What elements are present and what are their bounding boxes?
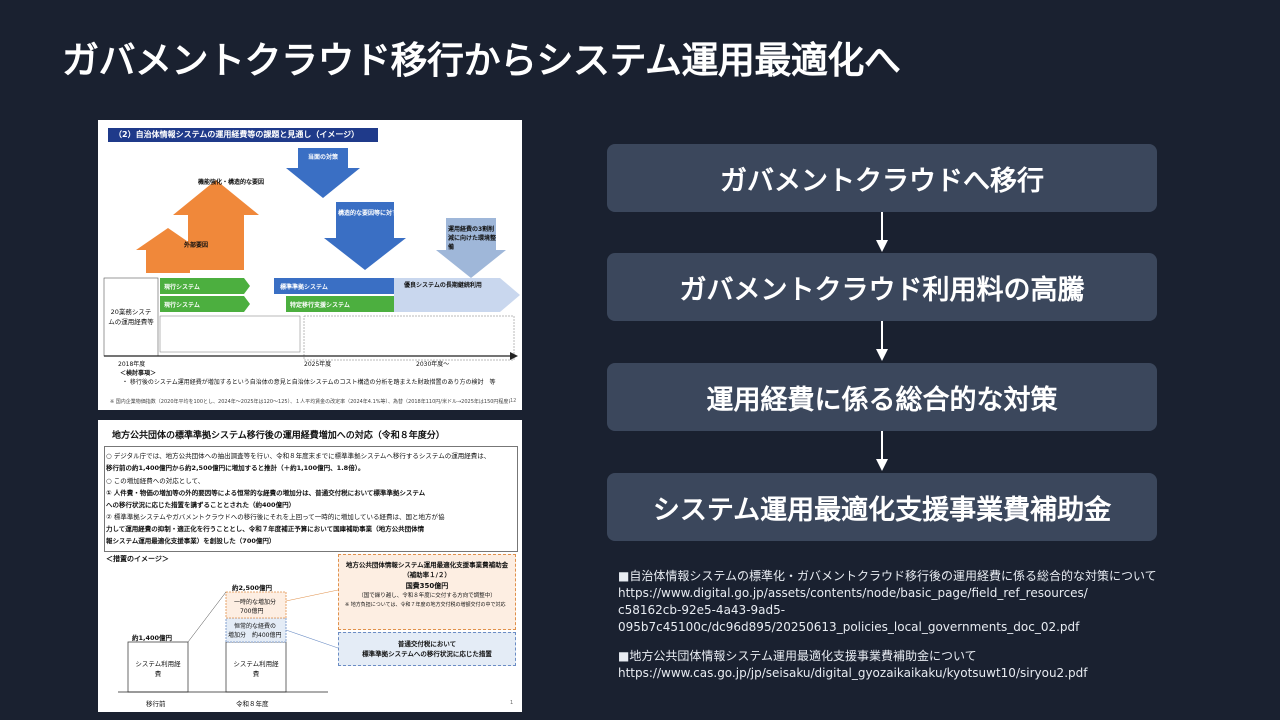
doc2-line-3: ○ この増加経費への対応として、 <box>106 477 205 485</box>
reference-1-url-line-1[interactable]: https://www.digital.go.jp/assets/content… <box>618 586 1088 600</box>
label-sys-before: システム利用経費 <box>135 660 181 678</box>
doc1-label-genkou1: 現行システム <box>164 284 200 291</box>
doc1-label-unyou: 運用経費の3割削減に向けた環境整備 <box>448 226 497 251</box>
bar-after-permanent <box>225 617 287 643</box>
blue-arrow-1 <box>286 148 360 198</box>
doc1-footnote: ※ 国内企業物価指数（2020年平均を100とし、2024年～2025年は120… <box>110 399 510 405</box>
subsidy-note: （国で繰り越し、令和８年度に交付する方向で調整中） <box>358 593 496 599</box>
tax-body: 標準準拠システムへの移行状況に応じた措置 <box>362 650 492 658</box>
subsidy-title: 地方公共団体情報システム運用最適化支援事業費補助金（補助率１/２） <box>345 561 509 579</box>
doc1-diagram <box>103 148 520 361</box>
blue-arrow-2 <box>324 202 406 270</box>
reference-1-url-line-3[interactable]: 095b7c45100c/dc96d895/20250613_policies_… <box>618 620 1080 634</box>
lightblue-bar <box>394 278 520 312</box>
green-bar-2 <box>160 296 250 312</box>
doc2-line-4: ① 人件費・物価の増加等の外的要因等による恒常的な経費の増加分は、普通交付税にお… <box>106 489 426 497</box>
doc1-label-hyojun: 標準準拠システム <box>280 284 328 291</box>
flow-arrow-down-icon <box>876 212 888 252</box>
connector-subsidy <box>285 589 339 602</box>
reference-1-url-line-2[interactable]: c58162cb-92e5-4a43-9ad5- <box>618 603 786 617</box>
doc1-row-label: 20業務システムの運用経費等 <box>108 308 154 326</box>
subsidy-amount: 国費350億円 <box>405 582 449 590</box>
bar-after-temporary <box>225 591 287 619</box>
reference-2-url[interactable]: https://www.cas.go.jp/jp/seisaku/digital… <box>618 666 1088 680</box>
label-total-before: 約1,400億円 <box>132 634 173 642</box>
label-temp: 一時的な増加分 <box>234 599 277 606</box>
doc2-page-number: 1 <box>510 700 514 706</box>
doc2-tax-box: 普通交付税において 標準準拠システムへの移行状況に応じた措置 <box>338 632 516 666</box>
flow-step-1: ガバメントクラウドへ移行 <box>607 144 1157 212</box>
bar-after-system <box>225 641 287 693</box>
doc1-label-gaibu: 外部要因 <box>184 242 209 249</box>
doc1-year-2030: 2030年度～ <box>416 361 450 368</box>
connector-tax <box>285 629 339 649</box>
doc2-line-2: 移行前の約1,400億円から約2,500億円に増加すると推計（＋約1,100億円… <box>106 464 365 472</box>
doc1-kento-body: ・ 移行後のシステム運用経費が増加するという自治体の意見と自治体システムのコスト… <box>122 379 496 386</box>
doc2-bar-illustration <box>118 589 339 693</box>
doc2-line-7: 力して運用経費の抑制・適正化を行うこととし、令和７年度補正予算において国庫補助事… <box>106 525 425 533</box>
slide-title: ガバメントクラウド移行からシステム運用最適化へ <box>62 39 901 82</box>
doc2-line-6: ② 標準準拠システムやガバメントクラウドへの移行後にそれを上回って一時的に増加し… <box>106 513 445 521</box>
bar-before-system <box>127 641 189 693</box>
doc2-line-1: ○ デジタル庁では、地方公共団体への抽出調査等を行い、令和８年度末までに標準準拠… <box>106 452 491 460</box>
doc2-body-box <box>104 446 518 552</box>
doc2-measure-title: ＜措置のイメージ＞ <box>106 555 169 563</box>
doc1-textbox-1 <box>159 315 301 353</box>
green-bar-3 <box>286 296 400 312</box>
flow-step-3: 運用経費に係る総合的な対策 <box>607 363 1157 431</box>
reference-2-title: ■地方公共団体情報システム運用最適化支援事業費補助金について <box>618 649 977 663</box>
reference-1-title: ■自治体情報システムの標準化・ガバメントクラウド移行後の運用経費に係る総合的な対… <box>618 569 1157 583</box>
doc1-header: （2）自治体情報システムの運用経費等の課題と見通し（イメージ） <box>108 128 378 142</box>
flow-arrow-down-icon <box>876 431 888 471</box>
doc1-label-toumen: 当面の対策 <box>308 154 339 161</box>
tax-title: 普通交付税において <box>397 640 457 648</box>
document-thumbnail-2: 地方公共団体の標準準拠システム移行後の運用経費増加への対応（令和８年度分） ○ … <box>98 420 522 712</box>
doc2-line-8: 報システム運用最適化支援事業）を創設した（700億円） <box>106 537 276 545</box>
doc1-label-kouzou: 構造的な要因等に対する対策 <box>338 210 417 217</box>
reference-1: ■自治体情報システムの標準化・ガバメントクラウド移行後の運用経費に係る総合的な対… <box>618 568 1178 636</box>
doc1-label-kyoka: 機能強化・構造的な要因 <box>198 179 265 186</box>
flow-arrow-down-icon <box>876 321 888 361</box>
reference-2: ■地方公共団体情報システム運用最適化支援事業費補助金について https://w… <box>618 648 1178 682</box>
doc1-label-genkou2: 現行システム <box>164 302 200 309</box>
blue-bar-1 <box>274 278 400 294</box>
label-x-before: 移行前 <box>146 700 166 708</box>
doc1-label-yuryo: 優良システムの長期継続利用 <box>404 282 482 289</box>
green-bar-1 <box>160 278 250 294</box>
flow-step-2: ガバメントクラウド利用料の高騰 <box>607 253 1157 321</box>
label-x-after: 令和８年度 <box>236 700 269 708</box>
label-total-after: 約2,500億円 <box>232 584 273 592</box>
blue-arrow-3 <box>436 218 506 278</box>
doc1-label-tokutei: 特定移行支援システム <box>290 302 350 309</box>
subsidy-note2: ※ 地方負担については、令和７年度の地方交付税の増額交付の中で対応 <box>345 602 506 608</box>
label-temp-amount: 700億円 <box>240 608 264 615</box>
connector-line <box>187 591 227 643</box>
doc2-subsidy-box: 地方公共団体情報システム運用最適化支援事業費補助金（補助率１/２） 国費350億… <box>338 554 516 630</box>
doc1-page-number: 12 <box>510 398 517 404</box>
document-thumbnail-1: （2）自治体情報システムの運用経費等の課題と見通し（イメージ） 機能強化・構造的… <box>98 120 522 410</box>
label-perm: 恒常的な経費の <box>234 623 277 630</box>
doc1-year-2025: 2025年度 <box>304 361 332 368</box>
label-perm-amount: 増加分 約400億円 <box>228 632 282 639</box>
doc1-year-2018: 2018年度 <box>118 361 146 368</box>
orange-arrow-small <box>136 228 200 273</box>
label-sys-after: システム利用経費 <box>233 660 279 678</box>
doc1-kento-title: ＜検討事項＞ <box>120 370 157 377</box>
doc2-title: 地方公共団体の標準準拠システム移行後の運用経費増加への対応（令和８年度分） <box>112 431 445 441</box>
flow-step-4: システム運用最適化支援事業費補助金 <box>607 473 1157 541</box>
doc1-textbox-2 <box>303 315 515 361</box>
doc2-line-5: への移行状況に応じた措置を講ずることとされた（約400億円） <box>106 501 296 509</box>
